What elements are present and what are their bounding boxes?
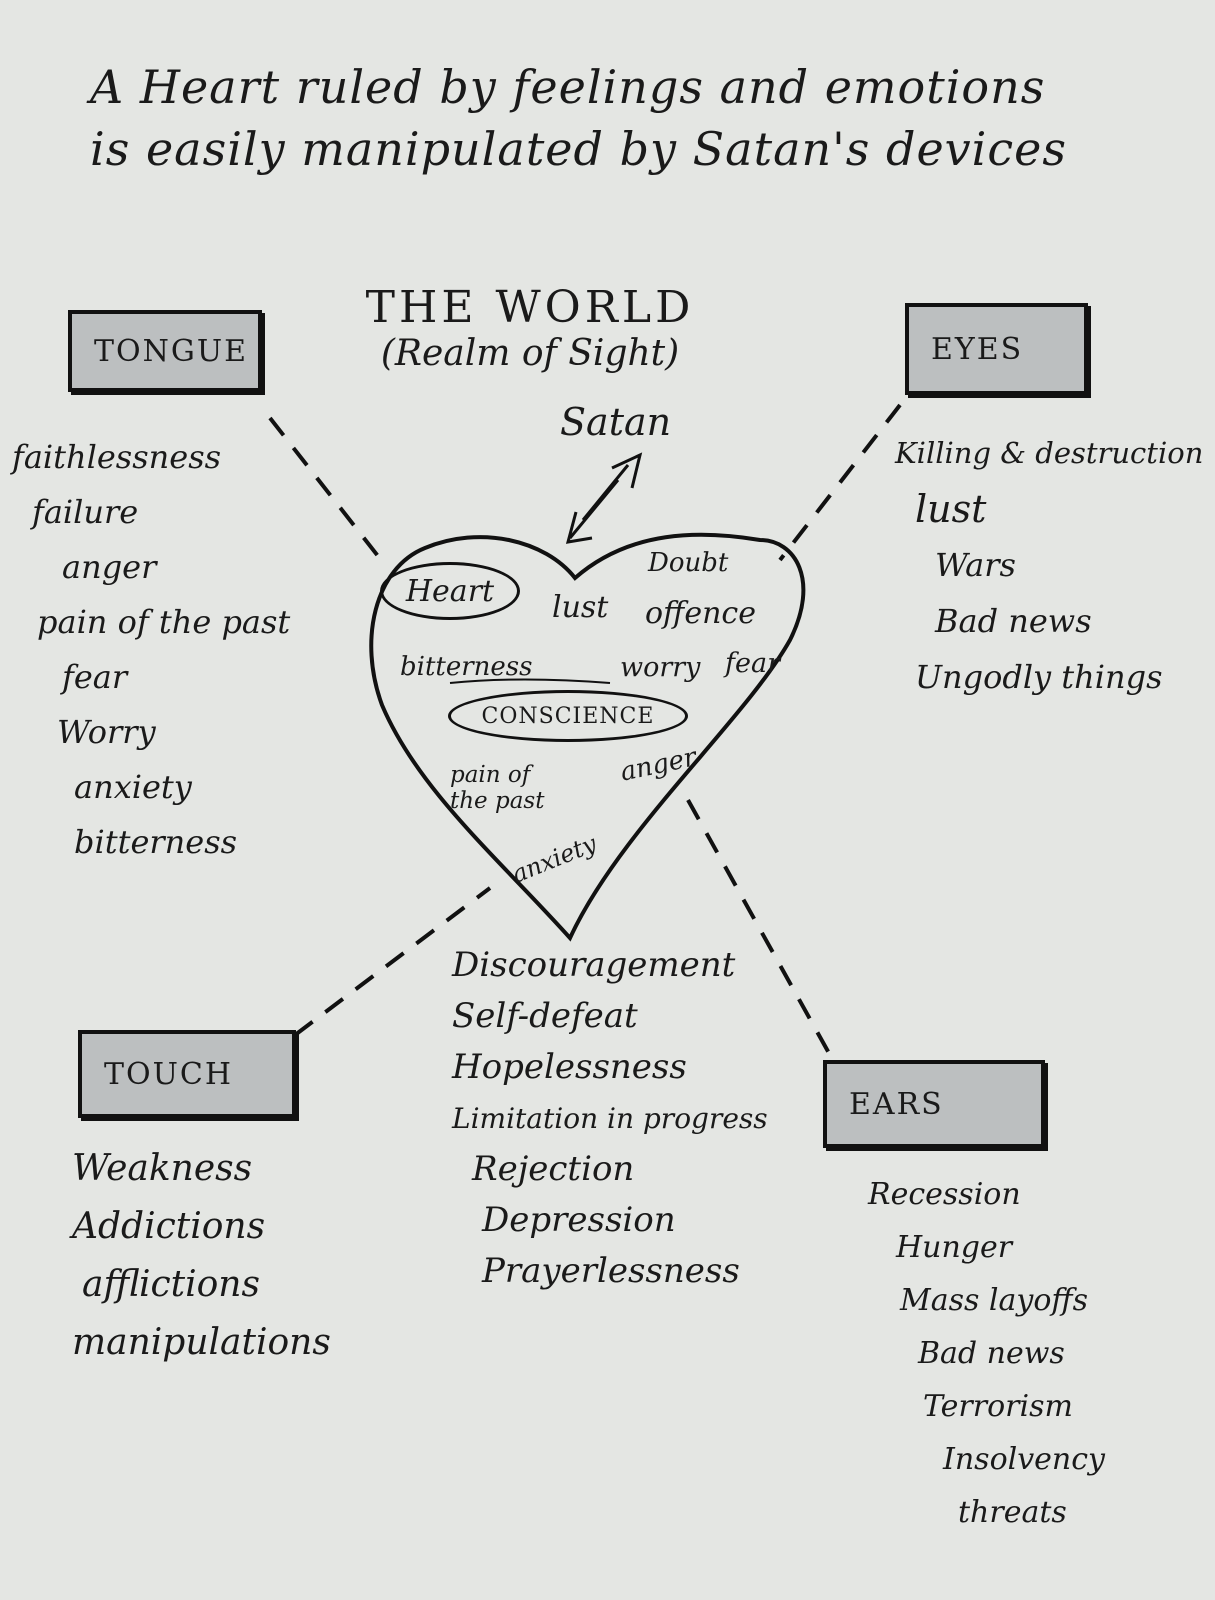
touch-box: TOUCH [78,1030,296,1118]
connector-ears-heart [686,799,832,1056]
tongue-item: Worry [57,713,156,751]
heart-oval: Heart [380,562,520,620]
eyes-item: Killing & destruction [895,436,1204,470]
eyes-item: Ungodly things [915,658,1163,696]
center-item: Self-defeat [452,996,638,1036]
heart-divider-stroke [449,678,611,684]
tongue-item: fear [62,658,128,696]
heart-label: Heart [405,573,495,609]
heart-word-pain-of-the-past: pain of the past [450,762,544,814]
diagram-title-line-1: A Heart ruled by feelings and emotions [90,60,1046,114]
heart-word-pain-line-2: the past [450,788,545,814]
touch-item: afflictions [82,1264,260,1305]
world-subheading: (Realm of Sight) [380,333,680,374]
eyes-item: Bad news [935,602,1092,640]
heart-word-offence: offence [645,596,756,631]
center-item: Prayerlessness [482,1251,740,1291]
tongue-box: TONGUE [68,310,262,392]
heart-word-fear: fear [725,648,780,679]
ears-item: Recession [868,1177,1021,1212]
eyes-box: EYES [905,303,1088,395]
tongue-item: bitterness [74,823,238,861]
tongue-item: pain of the past [37,603,291,641]
world-heading: THE WORLD [365,282,695,333]
tongue-item: anxiety [74,768,192,806]
touch-item: Weakness [72,1148,253,1189]
touch-list: Weakness Addictions afflictions manipula… [72,1140,331,1372]
ears-item: Bad news [918,1336,1065,1371]
eyes-label: EYES [931,331,1024,367]
center-list: Discouragement Self-defeat Hopelessness … [452,940,768,1297]
connector-eyes-heart [778,403,902,562]
satan-heart-arrow [565,452,643,544]
touch-item: manipulations [72,1322,331,1363]
conscience-label: CONSCIENCE [481,703,655,729]
ears-item: Mass layoffs [900,1283,1089,1318]
connector-touch-heart [293,886,492,1037]
heart-word-pain-line-1: pain of [450,762,531,788]
eyes-list: Killing & destruction lust Wars Bad news… [895,425,1203,705]
center-item: Depression [482,1200,676,1240]
tongue-label: TONGUE [94,333,249,369]
center-item: Limitation in progress [452,1102,768,1135]
ears-item: threats [958,1495,1067,1530]
ears-list: Recession Hunger Mass layoffs Bad news T… [868,1168,1105,1539]
tongue-item: failure [32,493,139,531]
center-item: Rejection [472,1149,635,1189]
heart-word-worry: worry [620,652,701,683]
ears-label: EARS [849,1086,944,1122]
tongue-item: anger [62,548,157,586]
eyes-item: lust [915,487,987,531]
center-item: Hopelessness [452,1047,687,1087]
connector-tongue-heart [268,416,387,567]
ears-item: Hunger [896,1230,1013,1265]
diagram-title-line-2: is easily manipulated by Satan's devices [90,122,1067,176]
heart-word-lust: lust [552,590,609,625]
touch-item: Addictions [72,1206,266,1247]
ears-item: Terrorism [923,1389,1073,1424]
ears-box: EARS [823,1060,1045,1148]
conscience-oval: CONSCIENCE [448,690,688,742]
tongue-item: faithlessness [12,438,222,476]
heart-word-bitterness: bitterness [400,652,533,682]
satan-label: Satan [560,400,672,444]
center-item: Discouragement [452,945,736,985]
world-label: THE WORLD (Realm of Sight) [340,282,720,374]
eyes-item: Wars [935,546,1016,584]
ears-item: Insolvency [943,1442,1105,1477]
touch-label: TOUCH [104,1056,234,1092]
heart-outline [369,532,806,942]
heart-word-doubt: Doubt [648,548,729,578]
tongue-list: faithlessness failure anger pain of the … [12,430,290,870]
